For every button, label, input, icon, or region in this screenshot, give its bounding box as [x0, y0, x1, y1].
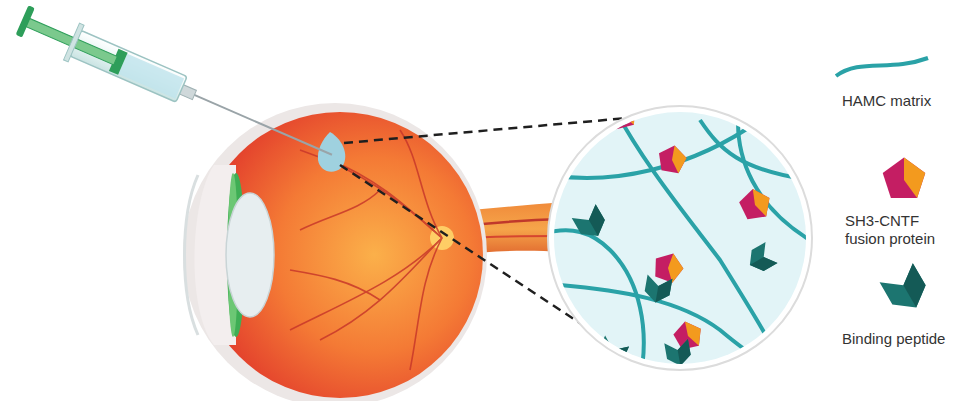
zoom-circle: [548, 95, 820, 380]
syringe: [14, 2, 340, 173]
legend-pentagon-sample: [883, 158, 926, 198]
legend-chevron-sample: [880, 263, 933, 317]
legend-label: HAMC matrix: [842, 92, 962, 110]
legend-label: SH3-CNTF fusion protein: [845, 212, 945, 248]
eyeball: [183, 103, 487, 401]
hamc-fiber: [550, 95, 820, 380]
legend-line-sample: [836, 58, 928, 76]
legend-label: Binding peptide: [842, 330, 966, 348]
